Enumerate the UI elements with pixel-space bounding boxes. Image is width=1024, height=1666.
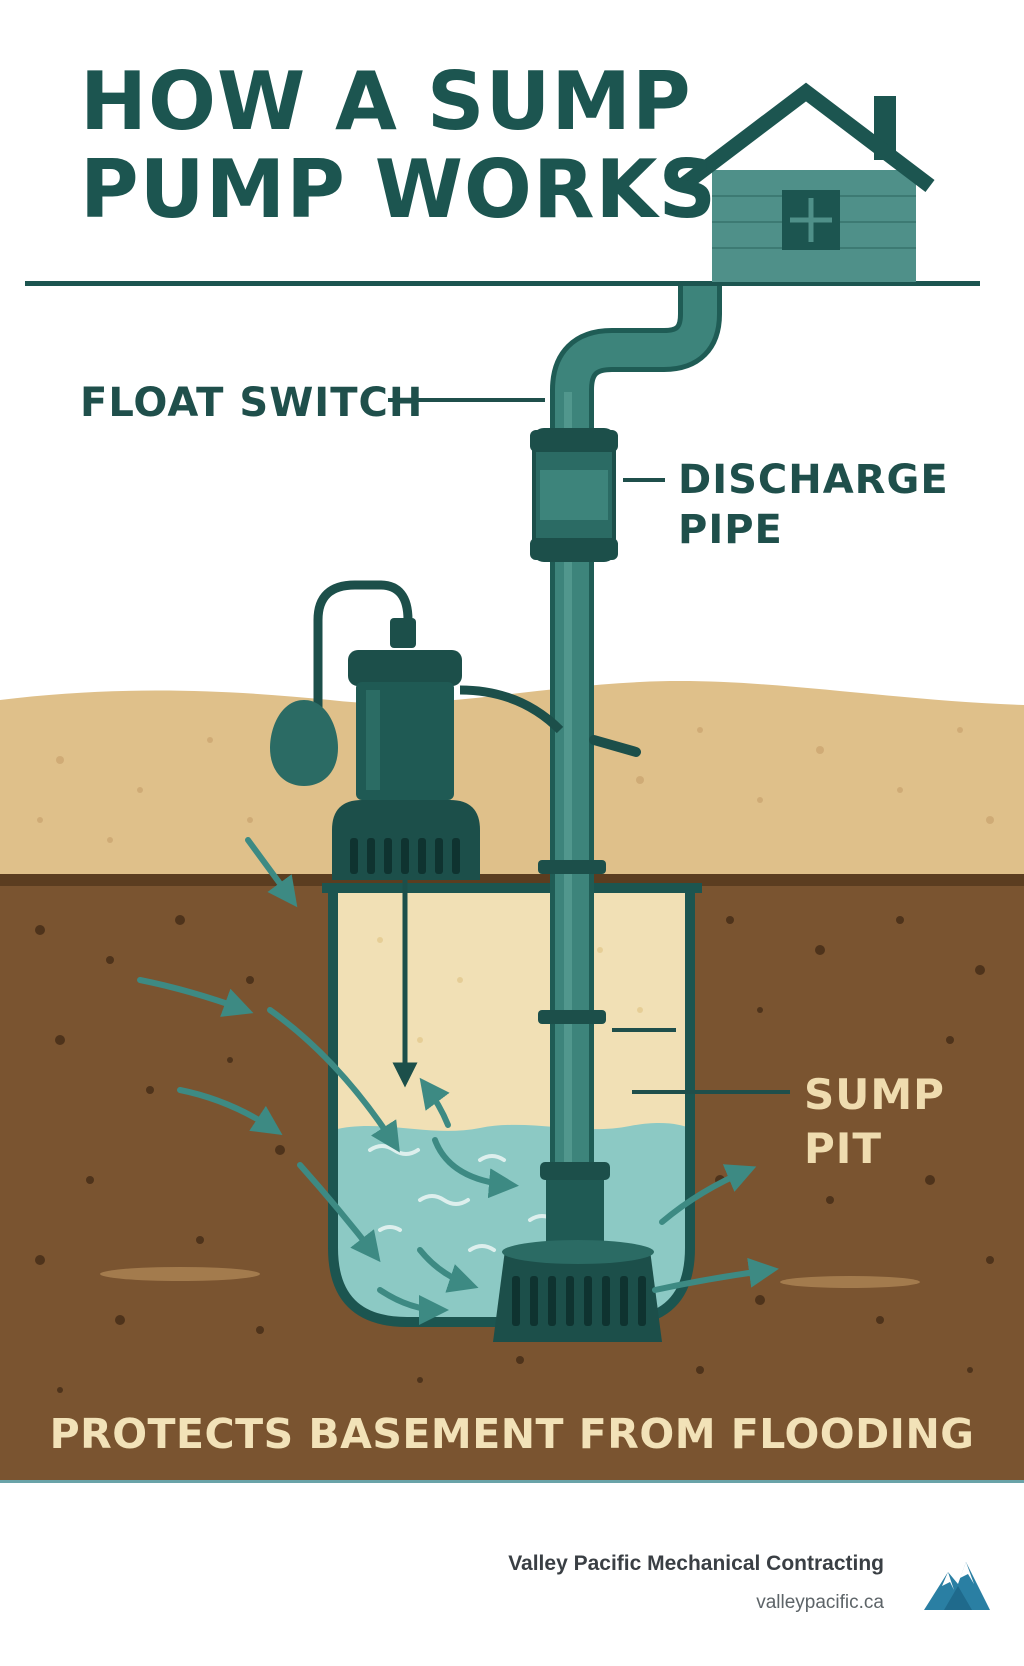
sump-label-line-1: SUMP	[804, 1070, 945, 1119]
footer-website-link[interactable]: valleypacific.ca	[756, 1592, 884, 1613]
sand-speckles	[37, 727, 994, 843]
water-flow-arrows	[137, 837, 779, 1325]
title-line-1: HOW A SUMP	[80, 55, 692, 148]
float-ball	[270, 700, 338, 786]
footer-company-name: Valley Pacific Mechanical Contracting	[508, 1552, 884, 1575]
ground-line	[25, 281, 980, 286]
discharge-pipe	[530, 286, 722, 1180]
submersible-pump	[493, 1162, 662, 1342]
float-switch-label: FLOAT SWITCH	[80, 380, 424, 426]
house-icon	[677, 82, 935, 282]
leader-lines	[388, 398, 790, 1094]
sand-ground	[0, 681, 1024, 880]
discharge-label-line-2: PIPE	[678, 507, 783, 553]
discharge-pipe-label: DISCHARGE PIPE	[678, 455, 949, 555]
title-line-2: PUMP WORKS	[80, 143, 718, 236]
discharge-label-line-1: DISCHARGE	[678, 457, 949, 503]
tagline: PROTECTS BASEMENT FROM FLOODING	[49, 1410, 975, 1458]
pump-motor	[270, 580, 564, 1088]
mountain-logo-icon	[924, 1562, 990, 1610]
soil-speckles	[35, 915, 994, 1393]
page-title: HOW A SUMP PUMP WORKS	[80, 58, 717, 234]
sump-pit-label: SUMP PIT	[804, 1068, 945, 1176]
soil-streaks	[100, 1267, 920, 1288]
sump-label-line-2: PIT	[804, 1124, 883, 1173]
